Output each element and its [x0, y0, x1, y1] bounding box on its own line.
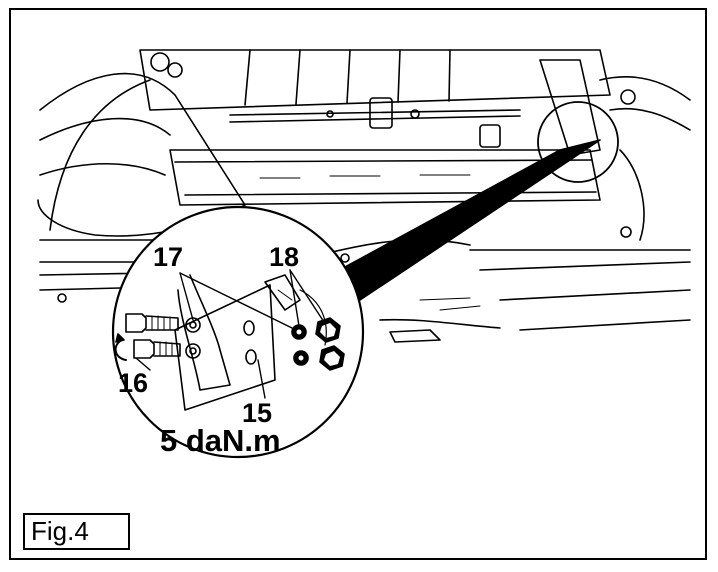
callout-part-15: 15	[242, 398, 273, 428]
bolt-upper	[125, 313, 179, 333]
callout-part-16: 16	[118, 368, 149, 398]
callout-part-17: 17	[153, 242, 184, 272]
torque-label: 5 daN.m	[160, 423, 281, 458]
leader-lines	[135, 269, 325, 399]
chassis-background	[37, 49, 691, 343]
magnifier-circle	[111, 205, 365, 459]
callout-part-18: 18	[269, 242, 300, 272]
bolt-lower	[133, 339, 181, 359]
figure-label: Fig.4	[23, 513, 130, 550]
figure-label-text: Fig.4	[31, 516, 89, 546]
